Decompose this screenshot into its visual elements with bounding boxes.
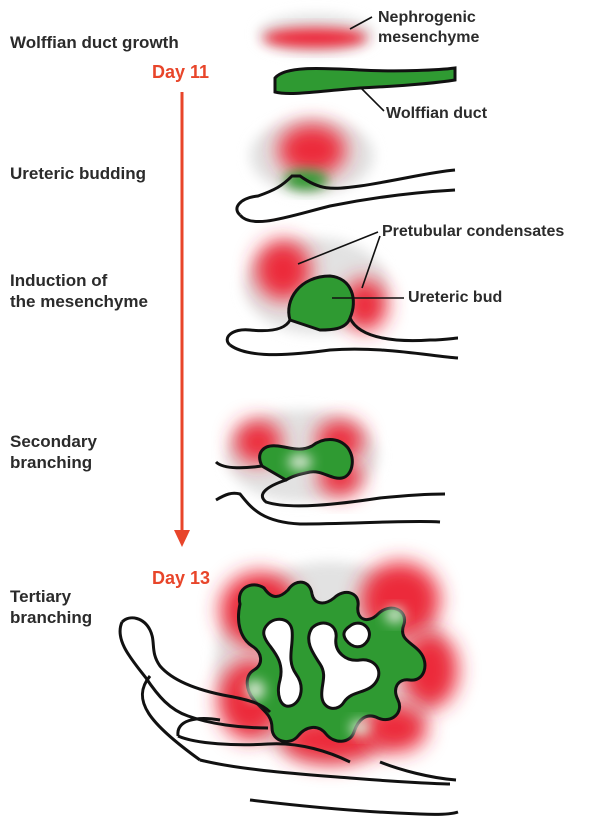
label-tertiary-line2: branching — [10, 607, 92, 628]
label-induction-line1: Induction of — [10, 270, 148, 291]
callout-wolffian-duct: Wolffian duct — [386, 104, 487, 124]
label-ureteric-budding: Ureteric budding — [10, 163, 146, 184]
wolffian-duct-shape — [275, 68, 455, 93]
day-11-label: Day 11 — [152, 62, 209, 83]
label-wolffian-duct-growth: Wolffian duct growth — [10, 32, 179, 53]
label-tertiary-branching: Tertiary branching — [10, 586, 92, 628]
day-13-label: Day 13 — [152, 568, 210, 589]
nephrogenic-mesenchyme-shape — [263, 28, 367, 48]
callout-ureteric-bud: Ureteric bud — [408, 288, 502, 308]
stage-tertiary-branching — [120, 562, 458, 814]
callout-nephrogenic-line2: mesenchyme — [378, 28, 479, 48]
label-induction: Induction of the mesenchyme — [10, 270, 148, 312]
callout-nephrogenic-line1: Nephrogenic — [378, 8, 479, 28]
label-secondary-line1: Secondary — [10, 431, 97, 452]
label-secondary-branching: Secondary branching — [10, 431, 97, 473]
label-induction-line2: the mesenchyme — [10, 291, 148, 312]
stage-ureteric-budding — [237, 118, 455, 222]
timeline-arrowhead — [174, 530, 190, 547]
label-secondary-line2: branching — [10, 452, 97, 473]
callout-pretubular-condensates: Pretubular condensates — [382, 222, 564, 242]
stage-secondary-branching — [216, 410, 445, 524]
label-tertiary-line1: Tertiary — [10, 586, 92, 607]
callout-nephrogenic-mesenchyme: Nephrogenic mesenchyme — [378, 8, 479, 48]
